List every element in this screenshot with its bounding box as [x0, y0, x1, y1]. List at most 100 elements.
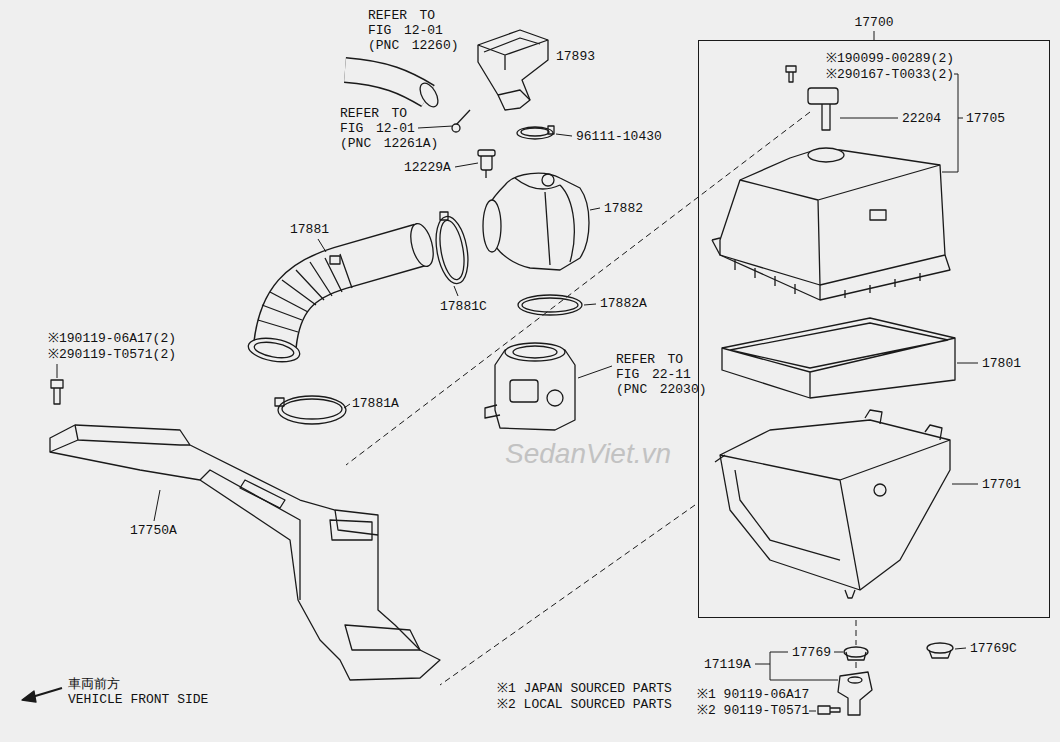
gasket-ring	[518, 295, 582, 315]
bellows-hose	[258, 254, 352, 332]
air-elbow	[483, 173, 589, 270]
leader-line	[834, 652, 843, 653]
reference-note: REFER TO FIG 12-01 (PNC 12260)	[368, 8, 462, 53]
bellows-hose	[275, 245, 420, 345]
assembly-line	[856, 662, 857, 672]
fitting	[478, 150, 495, 178]
part-number: 17882	[604, 201, 643, 216]
intake-hose	[345, 70, 428, 96]
direction-label: VEHICLE FRONT SIDE	[68, 692, 208, 707]
source-note: ※2 LOCAL SOURCED PARTS	[497, 697, 672, 712]
hose-clamp	[436, 219, 468, 282]
leader-line	[318, 239, 326, 252]
intake-hose	[345, 70, 428, 96]
bellows-hose	[330, 256, 340, 264]
air-duct	[50, 425, 440, 680]
part-number: ※190099-00289(2)	[826, 51, 954, 66]
part-number: 96111-10430	[576, 129, 662, 144]
part-number: 17769	[792, 645, 831, 660]
part-number: 22204	[902, 111, 941, 126]
wire-tag	[452, 124, 460, 132]
part-number: 17701	[982, 477, 1021, 492]
leader-line	[942, 74, 963, 172]
hose-clamp	[278, 396, 346, 424]
part-number: ※1 90119-06A17	[697, 687, 809, 702]
direction-arrow	[32, 688, 62, 697]
cleaner-case	[874, 484, 886, 496]
fitting	[485, 170, 486, 178]
assembly-line	[856, 620, 857, 645]
leader-line	[154, 490, 160, 521]
hose-clamp	[517, 126, 554, 139]
air-filter	[722, 323, 955, 398]
resonator	[478, 40, 548, 100]
reference-note: REFER TO FIG 12-01 (PNC 12261A)	[340, 106, 440, 151]
bellows-hose	[407, 221, 438, 269]
part-number: 17750A	[130, 523, 177, 538]
airflow-sensor	[786, 66, 796, 82]
air-duct	[240, 480, 285, 508]
throttle-body	[513, 346, 557, 358]
grommet	[927, 643, 953, 653]
cleaner-case	[720, 440, 950, 590]
cleaner-case	[720, 420, 950, 590]
wire-tag	[452, 110, 470, 132]
cleaner-cover	[740, 165, 940, 285]
part-number: ※2 90119-T0571	[697, 703, 809, 718]
grommet	[844, 643, 953, 660]
throttle-body	[485, 405, 500, 418]
direction-label: 車両前方	[68, 677, 120, 692]
part-number: 17882A	[600, 296, 647, 311]
assembly-frame: 17700	[698, 40, 1050, 618]
leader-line	[840, 118, 898, 119]
hose-clamp	[440, 212, 448, 220]
part-number: 17893	[556, 49, 595, 64]
part-number: ※190119-06A17(2)	[48, 331, 176, 346]
parts-illustration	[22, 30, 978, 715]
direction-arrow	[22, 688, 62, 702]
leader-line	[578, 366, 612, 378]
air-filter	[722, 318, 955, 398]
bracket	[838, 672, 872, 715]
gasket-ring	[522, 298, 578, 312]
assembly-line	[346, 112, 810, 465]
part-number: 17881	[290, 222, 329, 237]
assembly-line	[346, 112, 856, 685]
throttle-body	[495, 350, 575, 430]
reference-note: REFER TO FIG 22-11 (PNC 22030)	[616, 352, 710, 397]
intake-hose	[416, 80, 441, 110]
fitting	[478, 150, 495, 156]
part-number: 17705	[966, 111, 1005, 126]
cleaner-cover	[712, 148, 950, 300]
leader-line	[952, 484, 978, 485]
gasket-ring	[518, 295, 582, 315]
throttle-body	[547, 390, 563, 406]
leader-line	[955, 648, 966, 649]
cleaner-case	[715, 410, 942, 462]
grommet	[929, 650, 951, 658]
leader-line	[957, 363, 978, 364]
bolt	[51, 380, 63, 388]
cleaner-cover	[735, 260, 920, 298]
cleaner-cover	[720, 150, 945, 285]
leader-line	[809, 711, 816, 712]
bolt	[54, 388, 60, 404]
leader-line	[584, 304, 596, 305]
cleaner-cover	[870, 210, 886, 220]
hose-clamp	[548, 126, 554, 134]
air-duct	[345, 625, 420, 650]
hose-clamp	[521, 128, 549, 136]
hose-clamp	[431, 214, 472, 286]
hose-clamp	[282, 399, 342, 419]
cleaner-cover	[808, 148, 844, 162]
bellows-hose	[275, 245, 420, 345]
part-number: 17119A	[704, 657, 751, 672]
airflow-sensor	[808, 88, 838, 104]
bracket	[818, 672, 872, 715]
bracket	[818, 706, 840, 714]
throttle-body	[505, 343, 565, 361]
assembly-number: 17700	[699, 15, 1049, 30]
